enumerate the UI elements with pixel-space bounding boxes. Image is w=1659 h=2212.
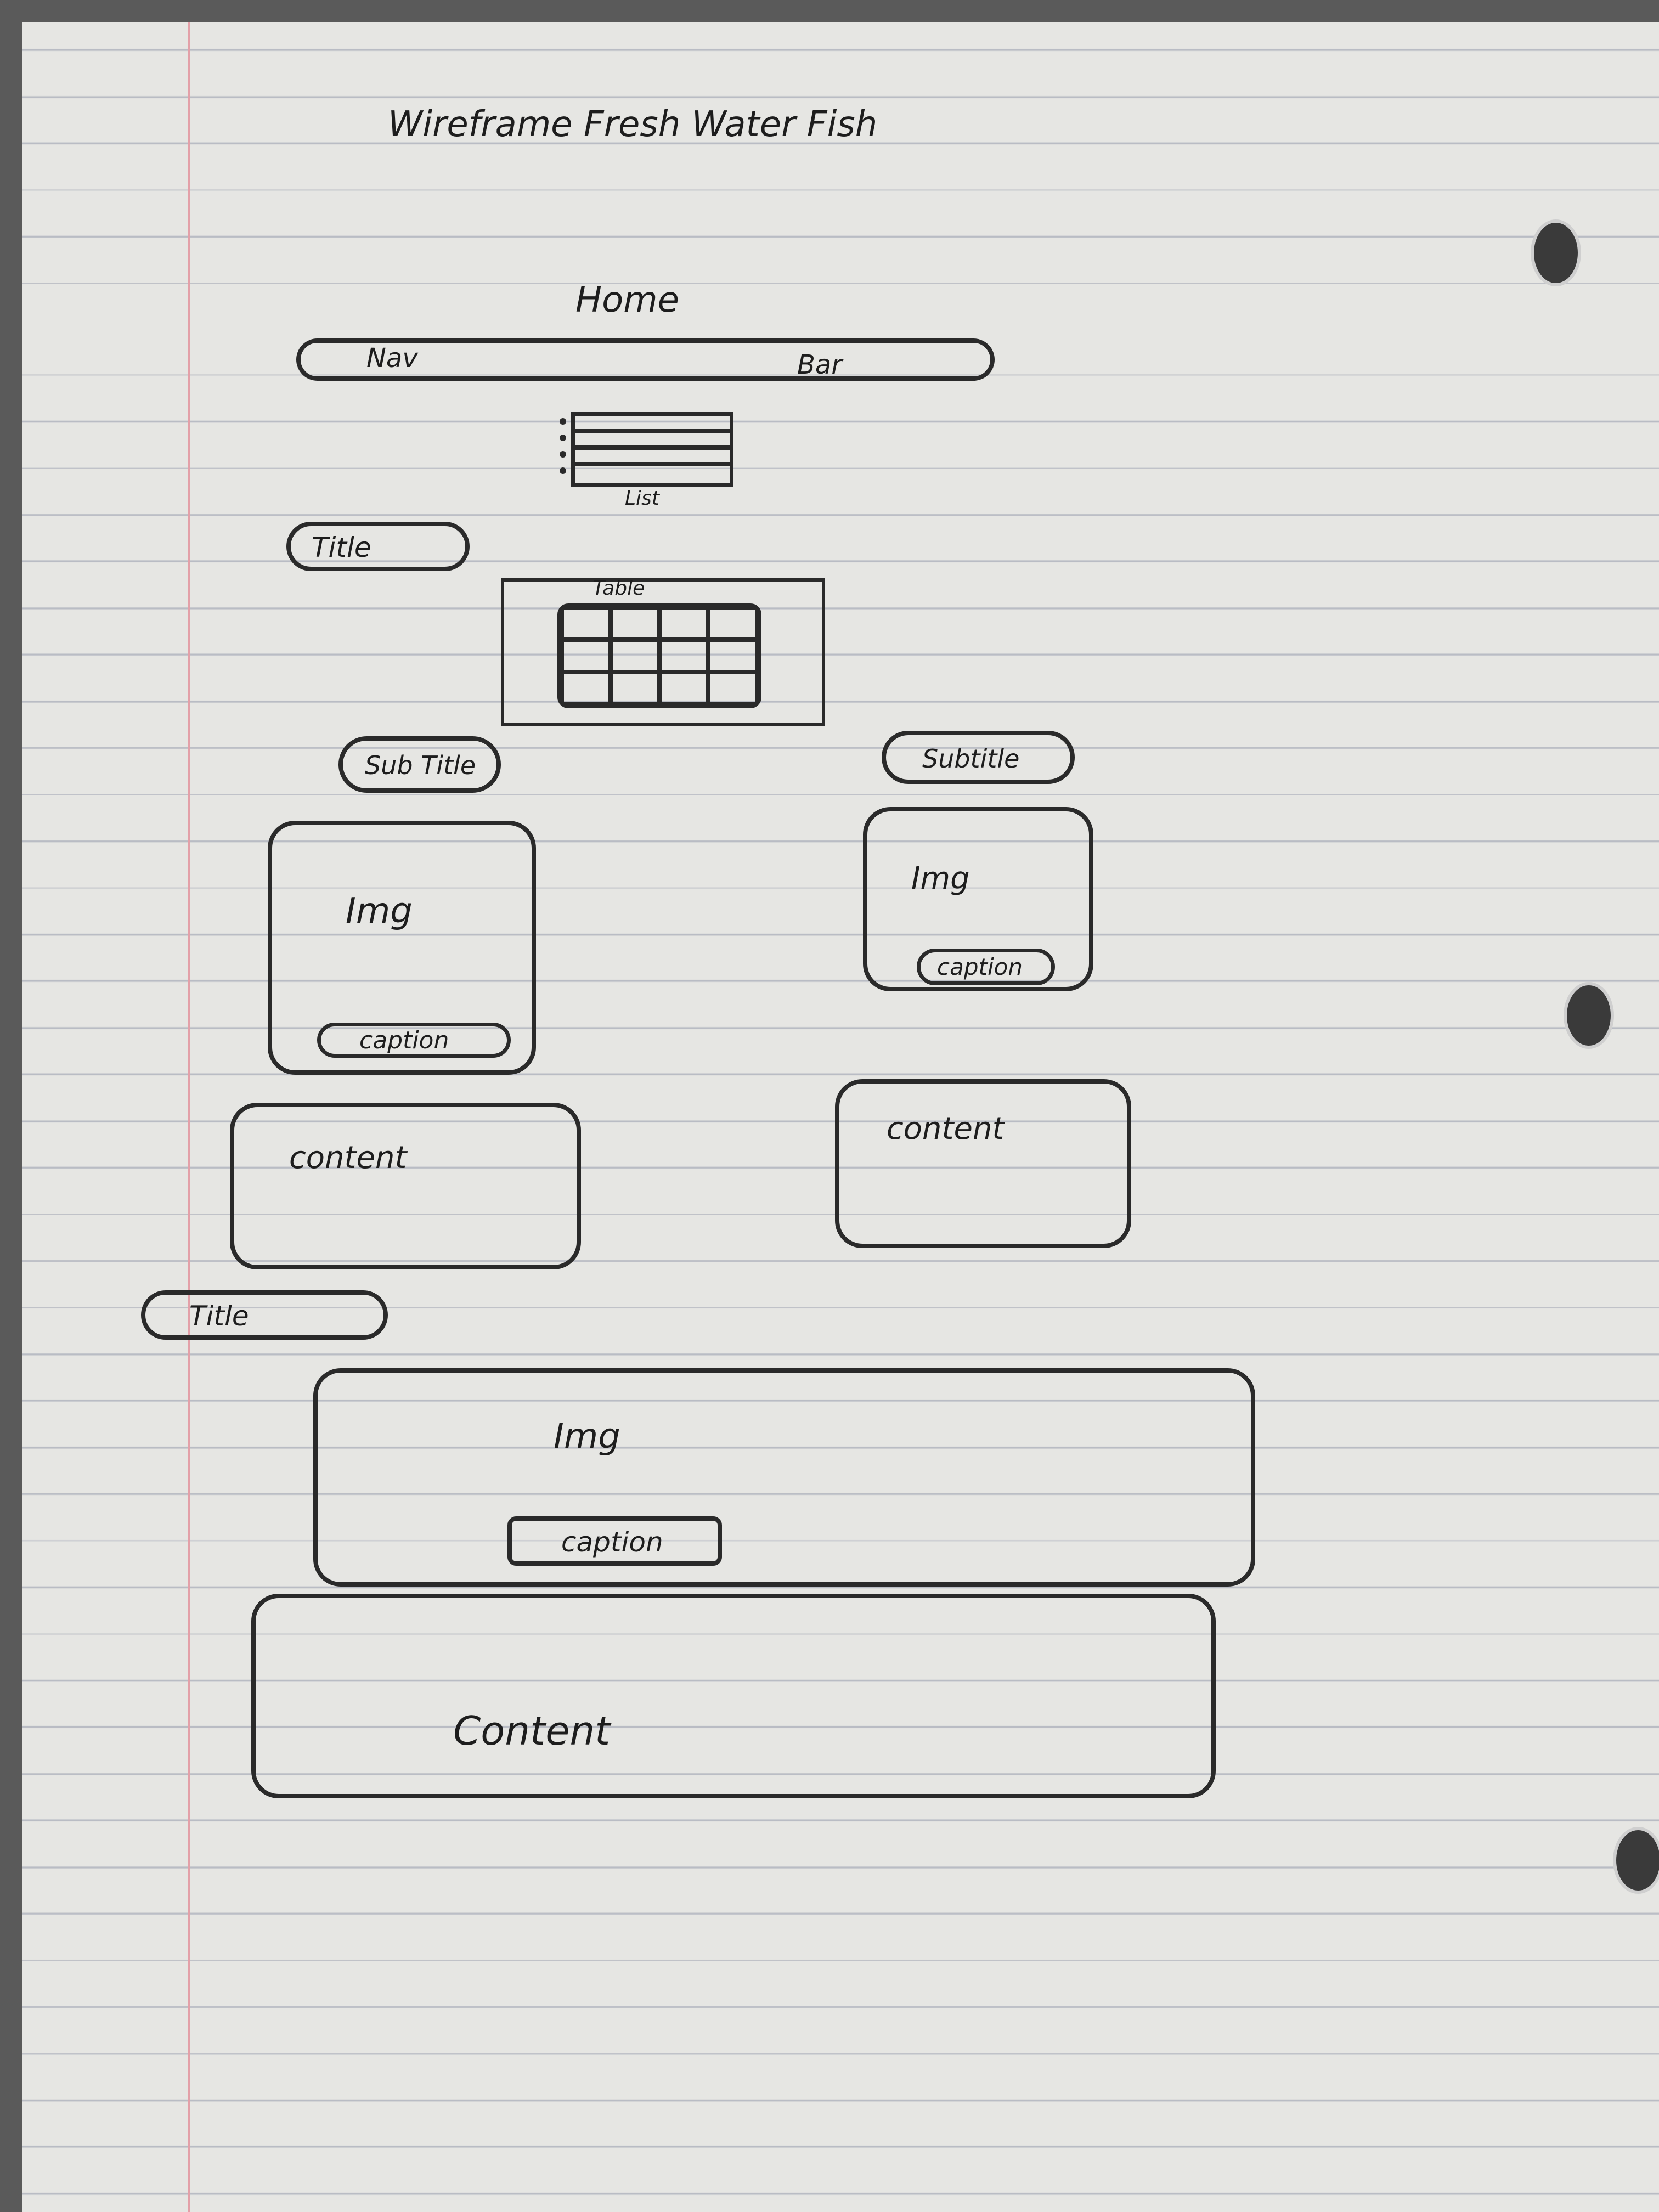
page-label: Home <box>575 280 679 320</box>
image-label: Img <box>554 1417 620 1457</box>
content-label: Content <box>453 1708 611 1754</box>
content-box-wide: Content <box>251 1594 1216 1798</box>
title-box-2: Title <box>141 1290 388 1340</box>
subtitle-box-left: Sub Title <box>338 736 501 793</box>
caption-box: caption <box>917 949 1055 985</box>
title-label: Title <box>312 532 371 563</box>
table-label: Table <box>592 577 645 600</box>
caption-box: caption <box>317 1023 511 1058</box>
caption-box: caption <box>507 1516 722 1566</box>
image-placeholder-right: Img caption <box>863 807 1093 991</box>
binder-hole <box>1564 982 1614 1049</box>
caption-label: caption <box>359 1026 449 1054</box>
subtitle-label: Subtitle <box>922 744 1020 774</box>
binder-hole <box>1531 219 1581 286</box>
title-box-1: Title <box>286 522 470 571</box>
content-label: content <box>887 1111 1005 1147</box>
nav-bar-left-label: Nav <box>366 343 418 374</box>
content-box-right: content <box>835 1079 1131 1248</box>
caption-label: caption <box>937 953 1023 980</box>
caption-label: caption <box>561 1526 663 1558</box>
margin-line <box>188 22 190 2212</box>
nav-bar: Nav Bar <box>296 338 995 381</box>
list-label: List <box>625 487 659 510</box>
image-placeholder-wide: Img caption <box>313 1368 1255 1587</box>
content-box-left: content <box>230 1103 581 1269</box>
content-label: content <box>289 1140 407 1176</box>
image-label: Img <box>911 861 970 896</box>
table-frame <box>501 578 825 726</box>
image-placeholder-left: Img caption <box>268 821 536 1075</box>
nav-bar-right-label: Bar <box>797 349 843 380</box>
sheet-title: Wireframe Fresh Water Fish <box>388 104 878 145</box>
binder-hole <box>1613 1827 1659 1894</box>
table-grid <box>557 603 761 708</box>
subtitle-label: Sub Title <box>365 751 476 780</box>
title-label: Title <box>189 1300 249 1332</box>
subtitle-box-right: Subtitle <box>882 731 1075 784</box>
list-widget <box>560 412 733 487</box>
notebook-paper <box>22 22 1659 2212</box>
image-label: Img <box>346 891 413 932</box>
